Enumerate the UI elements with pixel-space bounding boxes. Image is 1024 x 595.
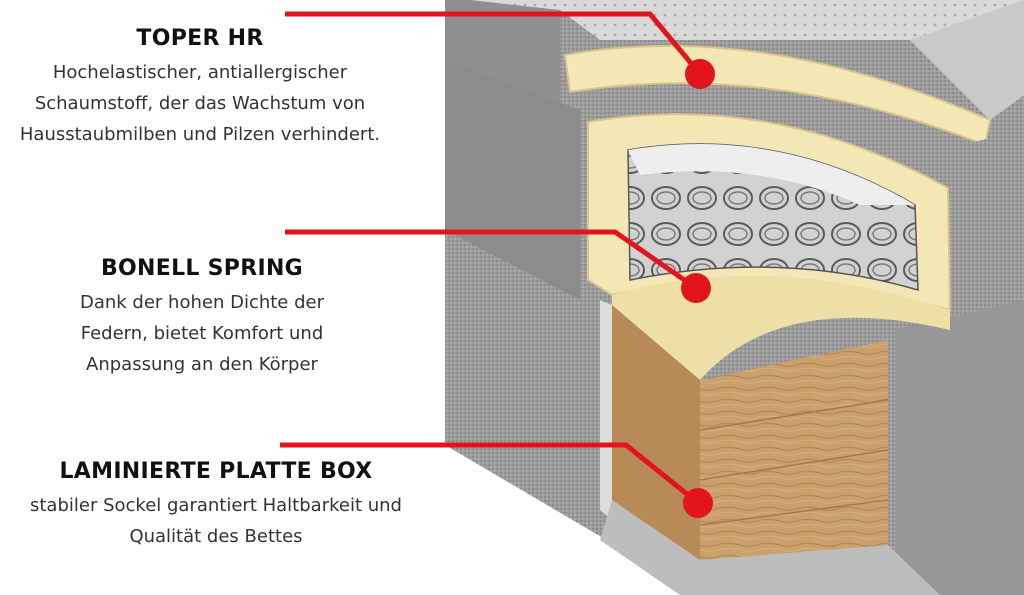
- callout-title: LAMINIERTE PLATTE BOX: [59, 459, 373, 484]
- description-line: stabiler Sockel garantiert Haltbarkeit u…: [30, 495, 402, 516]
- callout-description: Hochelastischer, antiallergischer Schaum…: [0, 57, 410, 150]
- callout-laminated-box: LAMINIERTE PLATTE BOX stabiler Sockel ga…: [0, 459, 432, 552]
- description-line: Dank der hohen Dichte der: [79, 292, 325, 313]
- wooden-box: [600, 300, 940, 595]
- callout-topper: TOPER HR Hochelastischer, antiallergisch…: [0, 26, 410, 150]
- callout-description: Dank der hohen Dichte der Federn, bietet…: [0, 287, 404, 380]
- pointer-topper: [285, 11, 715, 89]
- callout-bonell-spring: BONELL SPRING Dank der hohen Dichte der …: [0, 256, 404, 380]
- description-line: Hausstaubmilben und Pilzen verhindert.: [19, 124, 381, 145]
- description-line: Schaumstoff, der das Wachstum von: [34, 93, 366, 114]
- callout-description: stabiler Sockel garantiert Haltbarkeit u…: [0, 490, 432, 552]
- description-line: Federn, bietet Komfort und: [80, 323, 324, 344]
- pointer-box: [280, 442, 713, 518]
- pointer-springs: [285, 229, 711, 303]
- callout-title: TOPER HR: [136, 26, 264, 51]
- description-line: Anpassung an den Körper: [86, 354, 318, 375]
- quilted-top-surface: [470, 0, 1024, 120]
- description-line: Hochelastischer, antiallergischer: [52, 62, 348, 83]
- description-line: Qualität des Bettes: [129, 526, 303, 547]
- mattress-side: [445, 60, 1024, 595]
- callout-title: BONELL SPRING: [100, 256, 304, 281]
